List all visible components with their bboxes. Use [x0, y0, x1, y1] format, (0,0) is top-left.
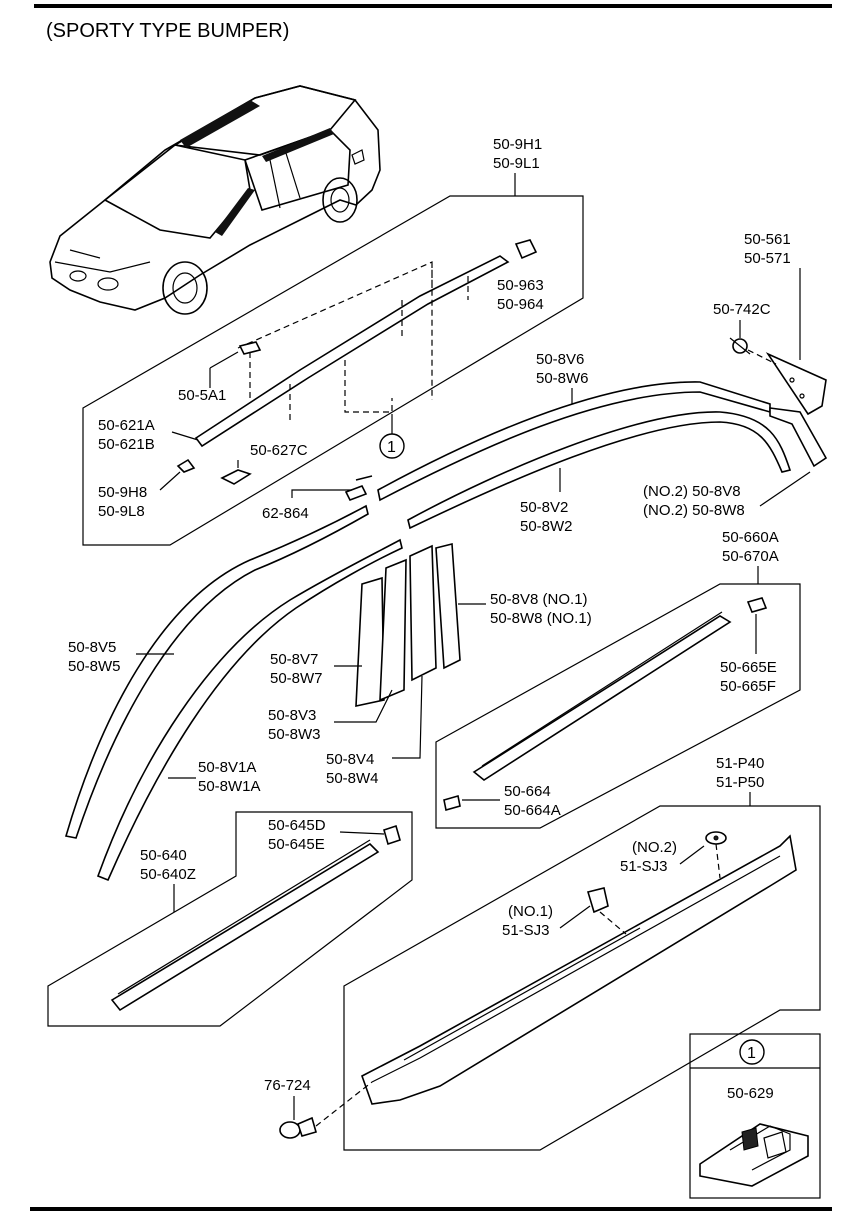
clip-50-9h8	[176, 458, 196, 473]
pillar-50-8v8-no1	[435, 542, 461, 670]
callout-62-864: 62-864	[262, 505, 309, 522]
callout-50-8v8-no1: 50-8V8 (NO.1)50-8W8 (NO.1)	[490, 591, 592, 627]
clip-62-864	[344, 475, 373, 502]
car-illustration	[49, 85, 381, 315]
callout-50-5a1: 50-5A1	[178, 387, 226, 404]
callout-51-sj3-no1: (NO.1)51-SJ3	[502, 903, 553, 939]
inset-part-label: 50-629	[727, 1085, 774, 1102]
inset-marker: 1	[747, 1045, 756, 1062]
clip-50-627c	[220, 469, 252, 485]
clip-51-sj3-no1	[586, 887, 609, 914]
roof-molding	[194, 255, 510, 448]
group-box-side-sill	[343, 805, 821, 1151]
pillar-50-8v3	[379, 558, 407, 702]
front-wheel	[162, 261, 208, 315]
clip-50-963	[514, 239, 538, 260]
clip-50-742c	[729, 337, 751, 355]
clip-51-sj3-no2	[705, 831, 727, 845]
diagram-title: (SPORTY TYPE BUMPER)	[46, 20, 289, 42]
callout-76-724: 76-724	[264, 1077, 311, 1094]
molding-50-640	[110, 842, 380, 1012]
callout-50-8v8-no2: (NO.2) 50-8V8(NO.2) 50-8W8	[643, 483, 745, 519]
pillar-50-8v4	[409, 544, 437, 682]
screw-76-724	[279, 1116, 317, 1139]
molding-50-8v2	[407, 411, 792, 530]
cover-50-561	[765, 352, 827, 416]
callout-50-627c: 50-627C	[250, 442, 308, 459]
side-sill-51-p40	[361, 834, 797, 1105]
clip-50-665e	[746, 597, 768, 613]
callout-50-742c: 50-742C	[713, 301, 771, 318]
pillar-50-8v7	[355, 576, 385, 708]
rear-wheel	[322, 177, 358, 223]
molding-50-8v1a	[96, 538, 403, 882]
molding-50-8v8-no2	[769, 407, 828, 468]
molding-50-8v5	[64, 504, 369, 839]
clip-50-5a1	[238, 341, 262, 355]
clip-50-664	[443, 794, 461, 812]
molding-50-660a	[472, 615, 732, 781]
group-box-belt-molding-rear	[435, 583, 801, 829]
reference-marker-label: 1	[387, 439, 396, 456]
group-box-roof-molding	[82, 195, 584, 546]
inset-detail: 1 50-629	[689, 1033, 821, 1199]
callout-51-sj3-no2: (NO.2)51-SJ3	[620, 839, 677, 875]
group-box-belt-molding-front	[47, 811, 413, 1027]
clip-50-645d	[383, 824, 401, 846]
